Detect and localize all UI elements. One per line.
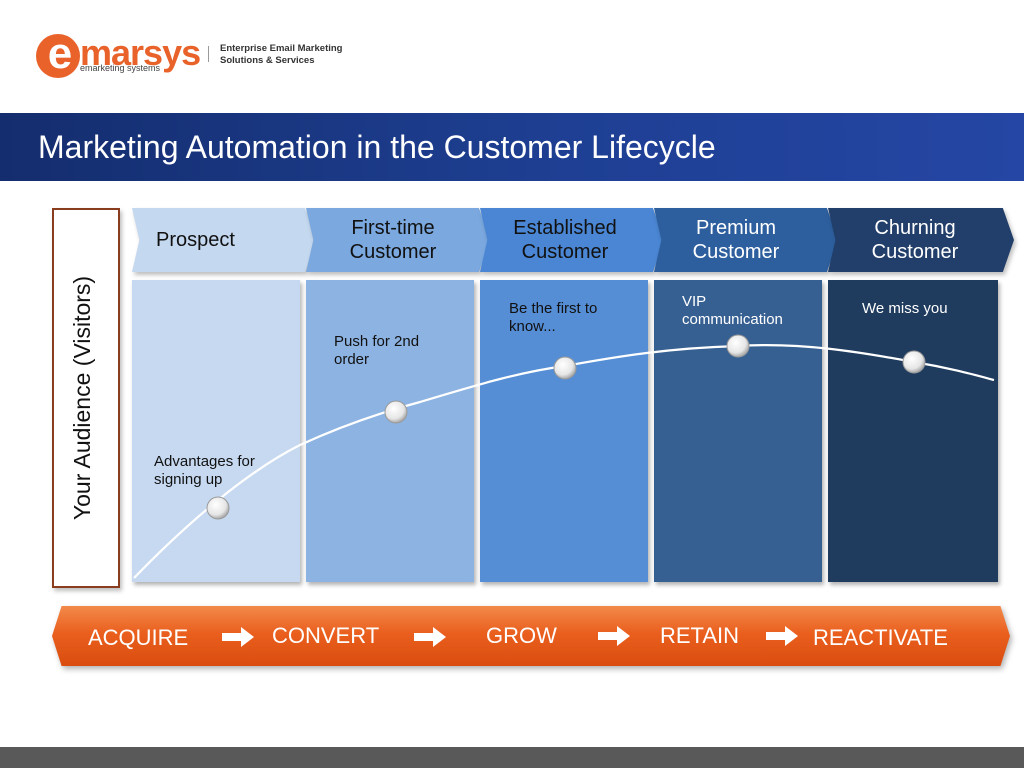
stage-header-line1: Established bbox=[513, 217, 617, 239]
stage-header-line1: Churning bbox=[874, 217, 956, 239]
stage-header-label: Premium Customer bbox=[654, 208, 838, 272]
arrow-right-icon bbox=[222, 627, 254, 647]
stage-header-line1: Premium bbox=[695, 217, 776, 239]
stage-header-line2: Customer bbox=[871, 241, 959, 263]
stage-header-prospect: Prospect bbox=[132, 208, 316, 272]
stage-header-line1: First-time bbox=[351, 217, 435, 239]
note-line2: signing up bbox=[154, 471, 223, 488]
flow-acquire: ACQUIRE bbox=[88, 625, 189, 650]
note-line1: Be the first to bbox=[509, 300, 598, 317]
note-first-time: Push for 2nd order bbox=[334, 333, 419, 369]
arrow-right-icon bbox=[598, 626, 630, 646]
stage-header-line2: Customer bbox=[692, 241, 780, 263]
stage-header-shape bbox=[654, 208, 838, 272]
flow-bar-shape bbox=[52, 606, 1010, 666]
stage-header-established: Established Customer bbox=[480, 208, 664, 272]
stage-header-shape bbox=[480, 208, 664, 272]
stage-column-first-time bbox=[306, 280, 474, 582]
flow-grow: GROW bbox=[486, 623, 557, 648]
stage-header-shape bbox=[828, 208, 1014, 272]
audience-box bbox=[52, 208, 120, 588]
arrow-right-icon bbox=[414, 627, 446, 647]
logo-letter: e bbox=[47, 29, 73, 78]
flow-retain: RETAIN bbox=[660, 623, 740, 648]
stage-header-label: Prospect bbox=[132, 208, 316, 272]
note-line1: Push for 2nd bbox=[334, 333, 420, 350]
stage-header-shape bbox=[132, 208, 316, 272]
flow-convert: CONVERT bbox=[272, 623, 380, 648]
tagline-line2: Solutions & Services bbox=[220, 55, 315, 66]
logo-divider bbox=[208, 46, 209, 62]
stage-header-label: Established Customer bbox=[480, 208, 664, 272]
stage-header-line2: Customer bbox=[521, 241, 609, 263]
note-churning: We miss you bbox=[862, 300, 948, 318]
stage-header-label: First-time Customer bbox=[306, 208, 490, 272]
note-line2: order bbox=[334, 351, 370, 368]
stage-column-prospect bbox=[132, 280, 300, 582]
page-title: Marketing Automation in the Customer Lif… bbox=[38, 129, 716, 165]
stage-header-line1: Prospect bbox=[156, 229, 235, 251]
logo-circle bbox=[36, 34, 80, 78]
title-band bbox=[0, 113, 1024, 181]
note-prospect: Advantages for signing up bbox=[154, 453, 255, 489]
note-line2: know... bbox=[509, 318, 556, 335]
flow-bar bbox=[52, 606, 1010, 666]
note-established: Be the first to know... bbox=[509, 300, 597, 336]
audience-label: Your Audience (Visitors) bbox=[69, 275, 95, 521]
logo-subtitle: emarketing systems bbox=[80, 63, 161, 73]
tagline: Enterprise Email Marketing Solutions & S… bbox=[220, 43, 342, 67]
note-line2: communication bbox=[682, 311, 783, 328]
tagline-line1: Enterprise Email Marketing bbox=[220, 43, 343, 54]
arrow-right-icon bbox=[766, 626, 798, 646]
note-premium: VIP communication bbox=[682, 293, 783, 329]
stage-header-line2: Customer bbox=[349, 241, 437, 263]
stage-header-shape bbox=[306, 208, 490, 272]
stage-header-first-time: First-time Customer bbox=[306, 208, 490, 272]
footer-bar bbox=[0, 747, 1024, 768]
stage-column-churning bbox=[828, 280, 998, 582]
flow-reactivate: REACTIVATE bbox=[813, 625, 948, 650]
stage-header-churning: Churning Customer bbox=[828, 208, 1014, 272]
note-line1: We miss you bbox=[862, 300, 948, 317]
note-line1: VIP bbox=[682, 293, 707, 310]
stage-header-label: Churning Customer bbox=[828, 208, 1014, 272]
logo-wordmark: marsys bbox=[80, 32, 201, 73]
note-line1: Advantages for bbox=[154, 453, 255, 470]
stage-header-premium: Premium Customer bbox=[654, 208, 838, 272]
